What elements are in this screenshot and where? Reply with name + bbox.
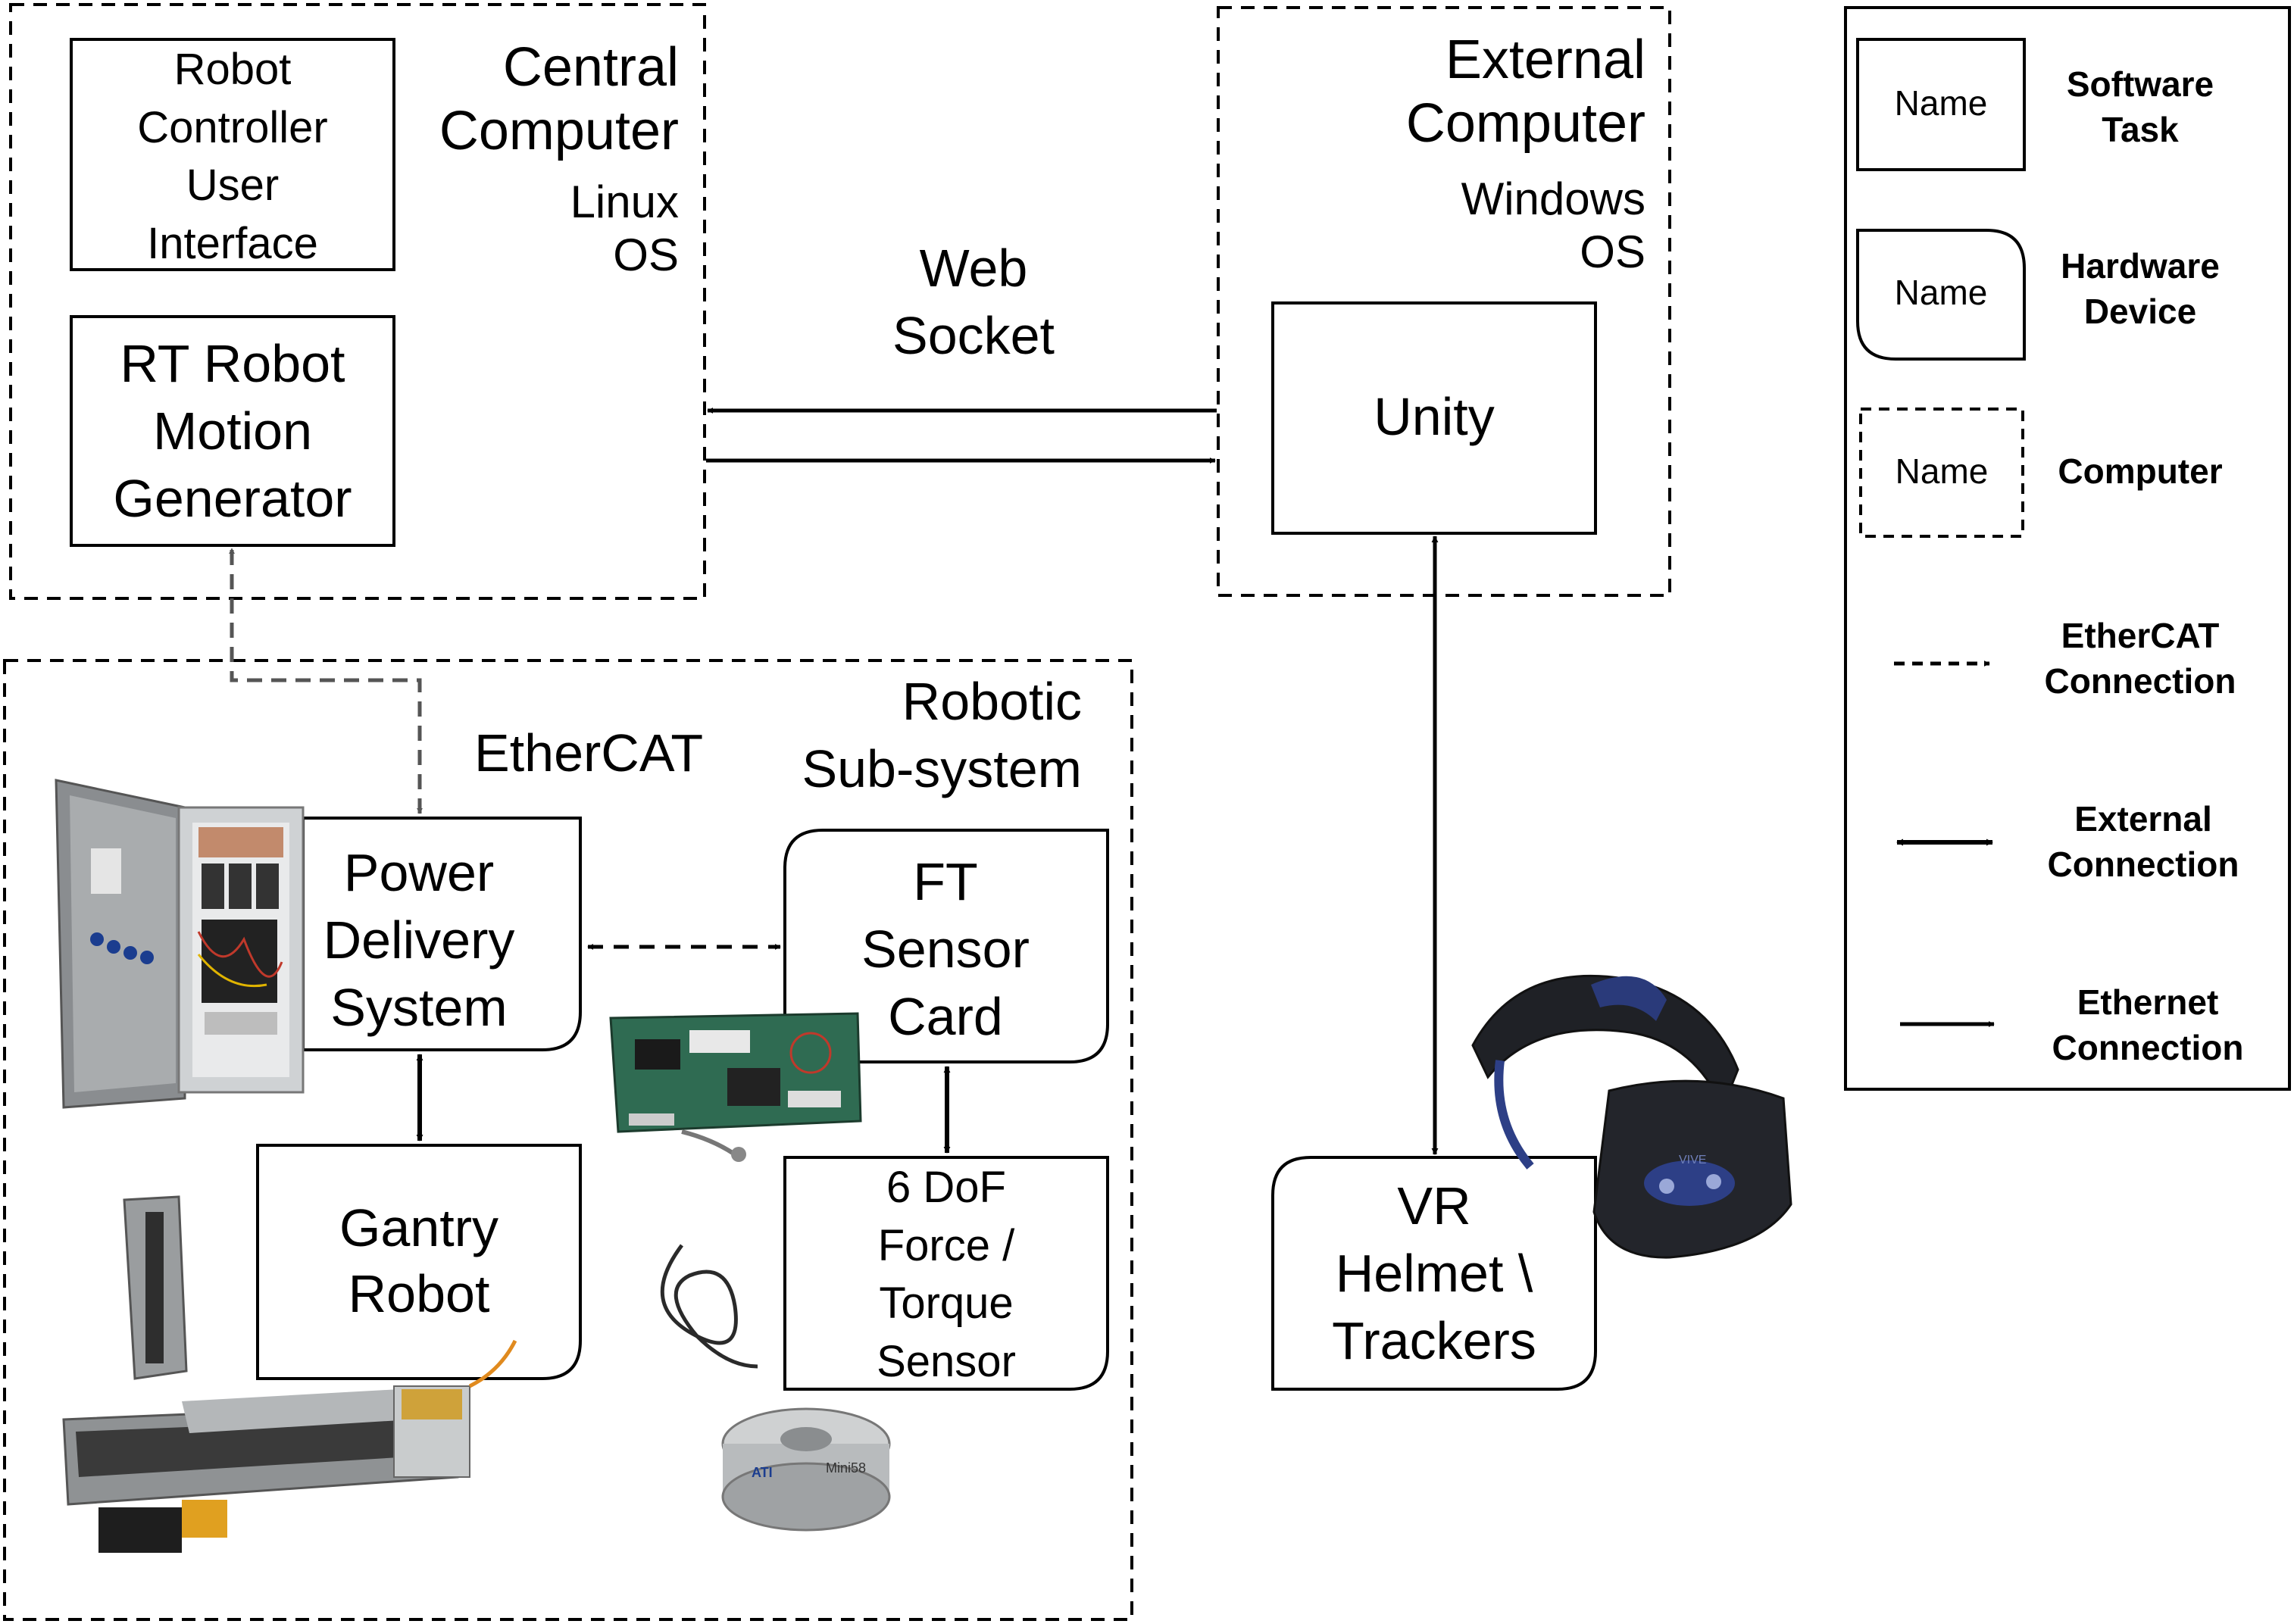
legend-software-name: Name <box>1894 83 1988 123</box>
external-computer-box <box>1217 6 1671 597</box>
sensor-model-label: Mini58 <box>826 1460 866 1476</box>
ft-sensor-card-label: FT Sensor Card <box>861 852 1030 1046</box>
gantry-robot-photo <box>62 1195 517 1553</box>
ft-sensor-photo: ATI Mini58 <box>660 1244 891 1532</box>
motion-task-label: RT Robot Motion Generator <box>113 334 352 528</box>
legend-hardware-label: Hardware Device <box>2061 246 2220 331</box>
central-computer-title: Central Computer <box>439 37 679 161</box>
ui-task-label: Robot Controller User Interface <box>137 45 328 268</box>
legend-software-sample <box>1856 38 2026 171</box>
legend-hardware-name: Name <box>1894 273 1988 312</box>
motion-task-box <box>70 315 395 547</box>
gantry-robot-label: Gantry Robot <box>339 1198 499 1323</box>
unity-task-box <box>1271 301 1597 535</box>
legend-ethercat-label: EtherCAT Connection <box>2044 616 2236 701</box>
ft-card-photo <box>609 1012 862 1162</box>
legend-software-label: Software Task <box>2066 64 2214 149</box>
power-delivery-label: Power Delivery System <box>323 843 515 1037</box>
power-delivery-box <box>302 817 582 1051</box>
cabinet-photo <box>55 779 305 1109</box>
ft-sensor-box <box>783 1156 1109 1391</box>
central-computer-box <box>9 3 706 600</box>
external-computer-title: External Computer <box>1405 30 1645 154</box>
web-socket-label: Web Socket <box>892 239 1055 365</box>
legend-computer-name: Name <box>1895 451 1989 491</box>
legend-computer-label: Computer <box>2058 451 2223 491</box>
unity-task-label: Unity <box>1374 387 1495 446</box>
legend-external-label: External Connection <box>2047 799 2239 884</box>
legend-hardware-sample <box>1856 229 2026 361</box>
gantry-robot-box <box>256 1144 582 1380</box>
legend-box <box>1844 6 2291 1091</box>
robotic-subsystem-title: Robotic Sub-system <box>802 672 1082 798</box>
ft-sensor-card-box <box>783 829 1109 1063</box>
vr-device-box <box>1271 1156 1597 1391</box>
vr-brand-label: VIVE <box>1679 1154 1706 1166</box>
legend-ethernet-label: Ethernet Connection <box>2052 982 2244 1067</box>
central-computer-os: Linux OS <box>570 176 679 280</box>
external-computer-os: Windows OS <box>1461 173 1645 277</box>
robotic-subsystem-box <box>3 659 1133 1621</box>
vr-headset-photo: VIVE <box>1471 974 1792 1259</box>
legend-computer-sample <box>1859 408 2024 538</box>
ethercat-label: EtherCAT <box>474 723 704 782</box>
vr-device-label: VR Helmet \ Trackers <box>1332 1176 1536 1370</box>
ethercat-link-motion-power <box>229 548 423 814</box>
ui-task-box <box>70 38 395 271</box>
ft-sensor-label: 6 DoF Force / Torque Sensor <box>877 1163 1016 1386</box>
sensor-brand-label: ATI <box>752 1465 773 1480</box>
